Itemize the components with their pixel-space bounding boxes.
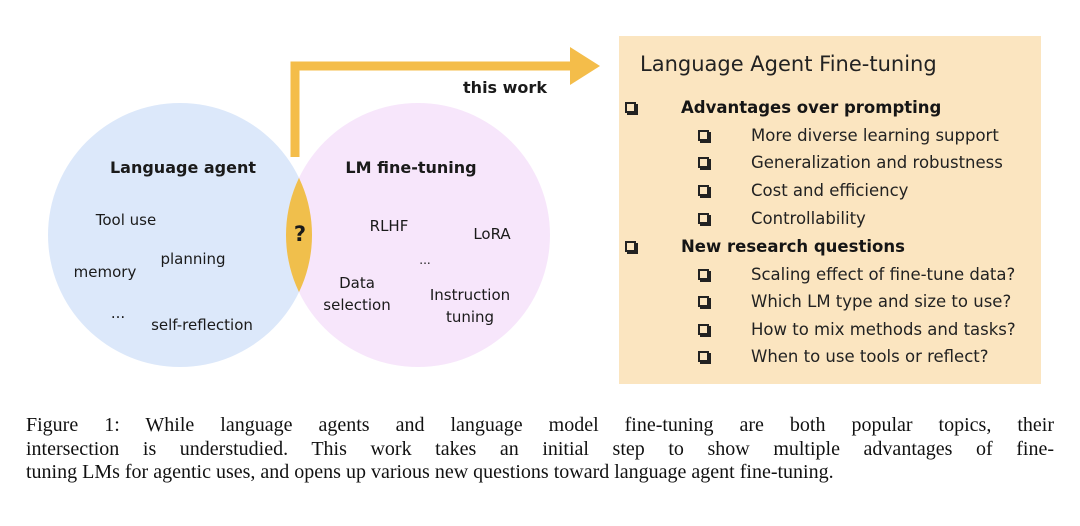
left-item-tool-use: Tool use [95, 211, 156, 229]
left-item-ellipsis: ... [111, 304, 125, 322]
checkbox-icon [698, 213, 709, 224]
checkbox-icon [625, 102, 636, 113]
fine-tuning-panel: Language Agent Fine-tuning Advantages ov… [619, 36, 1041, 384]
section-heading-advantages: Advantages over prompting [625, 98, 941, 117]
list-item: More diverse learning support [698, 126, 999, 145]
list-item: Which LM type and size to use? [698, 292, 1011, 311]
left-item-self-reflection: self-reflection [151, 316, 253, 334]
right-item-selection: selection [323, 296, 390, 314]
list-item: Controllability [698, 209, 866, 228]
list-item: Generalization and robustness [698, 153, 1003, 172]
right-item-instruction: Instruction [430, 286, 510, 304]
arrow-label: this work [463, 78, 547, 97]
checkbox-icon [698, 324, 709, 335]
lm-fine-tuning-circle [286, 103, 550, 367]
right-item-ellipsis: ... [419, 253, 430, 267]
this-work-arrow [290, 61, 572, 157]
language-agent-circle [48, 103, 312, 367]
checkbox-icon [698, 157, 709, 168]
list-item: Cost and efficiency [698, 181, 908, 200]
right-item-rlhf: RLHF [370, 217, 409, 235]
caption-line: Figure 1: While language agents and lang… [26, 414, 1054, 436]
caption-line: tuning LMs for agentic uses, and opens u… [26, 461, 834, 483]
figure-caption: Figure 1: While language agents and lang… [26, 414, 1054, 485]
right-item-tuning: tuning [446, 308, 494, 326]
checkbox-icon [698, 185, 709, 196]
arrow-head [570, 47, 600, 85]
checkbox-icon [625, 241, 636, 252]
panel-title: Language Agent Fine-tuning [640, 52, 937, 76]
checkbox-icon [698, 351, 709, 362]
intersection-question-mark: ? [294, 222, 306, 246]
left-item-memory: memory [74, 263, 137, 281]
left-item-planning: planning [160, 250, 225, 268]
list-item: How to mix methods and tasks? [698, 320, 1016, 339]
section-heading-research-questions: New research questions [625, 237, 905, 256]
right-item-data: Data [339, 274, 375, 292]
caption-line: intersection is understudied. This work … [26, 437, 1054, 460]
list-item: Scaling effect of fine-tune data? [698, 265, 1015, 284]
checkbox-icon [698, 296, 709, 307]
checkbox-icon [698, 130, 709, 141]
left-circle-title: Language agent [110, 158, 256, 177]
right-circle-title: LM fine-tuning [345, 158, 476, 177]
list-item: When to use tools or reflect? [698, 347, 989, 366]
venn-diagram: this work Language agent Tool use planni… [48, 47, 600, 367]
checkbox-icon [698, 269, 709, 280]
right-item-lora: LoRA [473, 225, 511, 243]
